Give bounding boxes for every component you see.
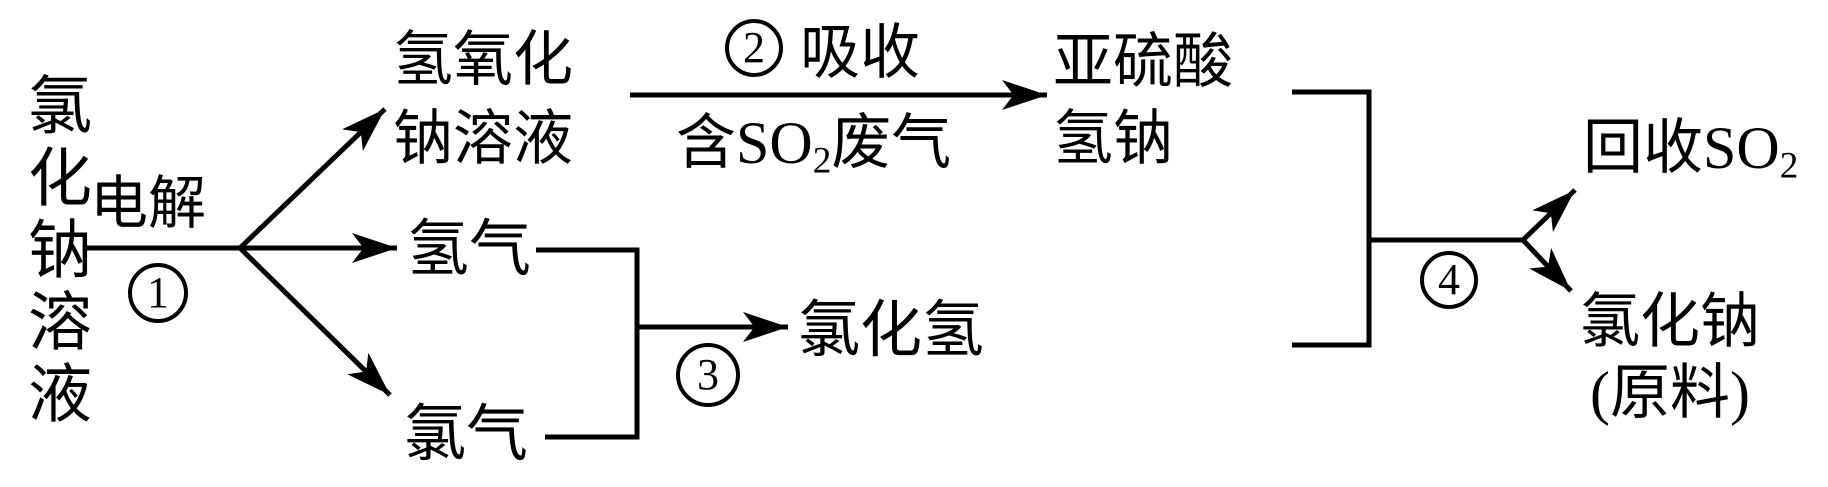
label-so2-waste-pre: 含SO (676, 110, 813, 176)
step4-number: 4 (1438, 255, 1460, 304)
node-nacl-raw-line2: (原料) (1590, 360, 1750, 426)
step4-circle: 4 (1420, 251, 1478, 309)
node-hcl: 氯化氢 (798, 297, 985, 365)
label-absorb: 吸收 (800, 20, 920, 86)
step2-circle: 2 (725, 19, 783, 77)
node-so2-recovered-pre: 回收SO (1583, 115, 1780, 181)
label-electrolysis: 电解 (90, 171, 207, 236)
node-naoh-line2: 钠溶液 (393, 106, 573, 172)
node-nahso3-line1: 亚硫酸 (1053, 29, 1233, 95)
node-chlorine: 氯气 (404, 401, 529, 469)
node-nahso3-line2: 氢钠 (1053, 106, 1173, 172)
node-naoh-line1: 氢氧化 (393, 27, 573, 93)
bracket-h2-cl2 (536, 247, 640, 440)
step1-circle: 1 (128, 263, 188, 323)
step3-number: 3 (697, 350, 719, 399)
node-nacl-raw: 氯化钠 (原料) (1565, 287, 1775, 429)
arrow-to-chlorine (238, 246, 392, 397)
bracket-right (1292, 89, 1372, 348)
arrow-to-naoh (238, 107, 387, 250)
label-so2-waste-post: 废气 (831, 110, 952, 176)
step1-number: 1 (147, 268, 169, 317)
node-nacl-solution: 氯化钠溶液 (19, 72, 90, 432)
step2-number: 2 (743, 23, 765, 72)
node-hydrogen: 氢气 (407, 216, 532, 284)
label-so2-waste-subscript: 2 (812, 140, 832, 182)
arrow-to-so2-recovered (1521, 188, 1577, 242)
node-naoh-solution: 氢氧化 钠溶液 (393, 21, 573, 179)
node-nahso3: 亚硫酸 氢钠 (1053, 24, 1233, 178)
step3-circle: 3 (676, 343, 740, 407)
label-so2-waste-gas: 含SO2废气 (676, 110, 952, 180)
node-so2-recovered: 回收SO2 (1583, 115, 1798, 185)
arrow-to-nacl-raw (1521, 238, 1573, 293)
node-nacl-raw-line1: 氯化钠 (1580, 289, 1760, 355)
node-so2-recovered-subscript: 2 (1779, 145, 1799, 187)
